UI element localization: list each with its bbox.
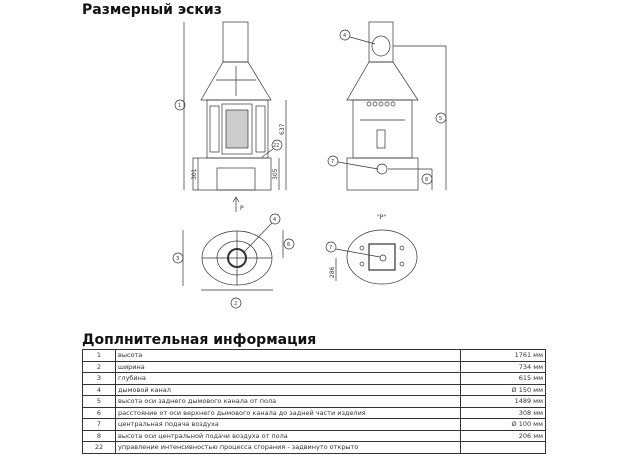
- top-view: [182, 230, 284, 291]
- callout-5: 5: [439, 116, 442, 122]
- row-number: 5: [82, 395, 116, 408]
- callout-4b: 4: [343, 33, 346, 39]
- dim-286: 286: [329, 266, 336, 278]
- dim-305: 305: [272, 168, 279, 180]
- row-value: Ø 150 мм: [460, 383, 546, 396]
- row-description: дымовой канал: [115, 383, 461, 396]
- view-label-p: "P": [377, 214, 386, 221]
- callout-3: 3: [176, 256, 179, 262]
- row-number: 2: [82, 360, 116, 373]
- row-description: центральная подача воздуха: [115, 418, 461, 431]
- row-value: Ø 100 мм: [460, 418, 546, 431]
- bottom-view: "P" 286: [329, 214, 418, 285]
- dim-637: 637: [279, 123, 286, 135]
- row-description: расстояние от оси верхнего дымового кана…: [115, 406, 461, 419]
- arrow-label-p: P: [240, 205, 244, 212]
- row-number: 7: [82, 418, 116, 431]
- row-number: 8: [82, 429, 116, 442]
- row-description: высота: [115, 349, 461, 362]
- row-value: 206 мм: [460, 429, 546, 442]
- row-value: 1761 мм: [460, 349, 546, 362]
- row-value: 1489 мм: [460, 395, 546, 408]
- row-value: [460, 441, 546, 454]
- row-number: 3: [82, 372, 116, 385]
- row-number: 4: [82, 383, 116, 396]
- row-number: 22: [82, 441, 116, 454]
- dimension-drawing: 637 301 305 P "P" 286 1: [172, 21, 447, 309]
- callout-2: 2: [234, 301, 237, 307]
- callouts: 1 2 3 4 4 5 6 7 7 8 22: [172, 29, 447, 309]
- row-description: управление интенсивностью процесса сгора…: [115, 441, 461, 454]
- sketch-title: Размерный эскиз: [82, 2, 222, 18]
- callout-6: 6: [287, 242, 290, 248]
- callout-4: 4: [273, 217, 276, 223]
- row-value: 734 мм: [460, 360, 546, 373]
- callout-7: 7: [331, 159, 334, 165]
- callout-22: 22: [273, 143, 279, 149]
- callout-8: 8: [425, 177, 428, 183]
- dim-301: 301: [191, 168, 198, 180]
- callout-7b: 7: [329, 245, 332, 251]
- row-description: высота оси центральной подачи воздуха от…: [115, 429, 461, 442]
- callout-1: 1: [178, 103, 181, 109]
- row-value: 308 мм: [460, 406, 546, 419]
- info-title: Доплнительная информация: [82, 332, 317, 348]
- row-description: глубина: [115, 372, 461, 385]
- row-description: высота оси заднего дымового канала от по…: [115, 395, 461, 408]
- back-view: [346, 21, 447, 191]
- row-number: 1: [82, 349, 116, 362]
- row-description: ширина: [115, 360, 461, 373]
- row-value: 615 мм: [460, 372, 546, 385]
- row-number: 6: [82, 406, 116, 419]
- front-view: 637 301 305 P: [183, 21, 287, 212]
